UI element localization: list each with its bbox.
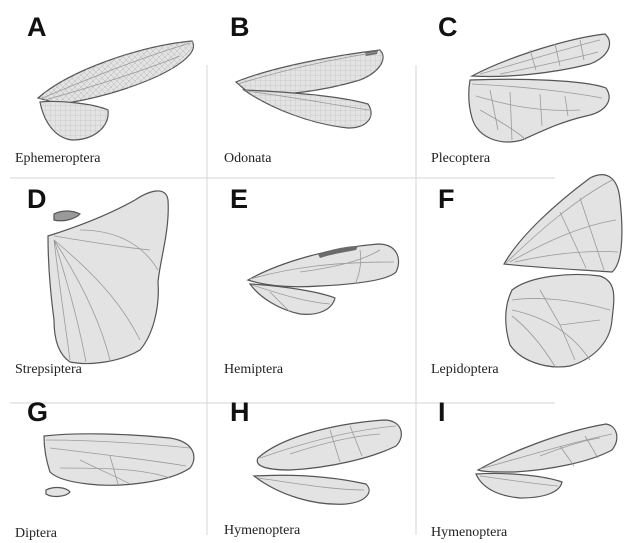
wing-hymenoptera-h — [254, 420, 401, 504]
panel-label-strepsiptera: Strepsiptera — [15, 363, 82, 377]
wing-hymenoptera-i — [476, 424, 617, 498]
panel-label-ephemeroptera: Ephemeroptera — [15, 152, 101, 166]
panel-label-lepidoptera: Lepidoptera — [431, 363, 499, 377]
panel-letter-i: I — [438, 399, 446, 426]
wing-hemiptera — [248, 244, 399, 314]
panel-label-hymenoptera-i: Hymenoptera — [431, 526, 507, 540]
panel-label-plecoptera: Plecoptera — [431, 152, 490, 166]
panel-letter-c: C — [438, 14, 458, 41]
wing-lepidoptera — [504, 175, 622, 368]
panel-letter-e: E — [230, 186, 248, 213]
panel-letter-b: B — [230, 14, 250, 41]
panel-label-hemiptera: Hemiptera — [224, 363, 283, 377]
panel-letter-f: F — [438, 186, 455, 213]
panel-letter-g: G — [27, 399, 48, 426]
panel-label-hymenoptera-h: Hymenoptera — [224, 524, 300, 538]
wing-diptera — [44, 434, 194, 497]
panel-letter-a: A — [27, 14, 47, 41]
panel-letter-d: D — [27, 186, 47, 213]
wing-odonata — [236, 50, 383, 128]
panel-label-diptera: Diptera — [15, 527, 57, 541]
wing-strepsiptera — [48, 191, 168, 364]
wing-plecoptera — [469, 34, 610, 142]
panel-letter-h: H — [230, 399, 250, 426]
panel-label-odonata: Odonata — [224, 152, 271, 166]
wing-ephemeroptera — [38, 41, 194, 140]
